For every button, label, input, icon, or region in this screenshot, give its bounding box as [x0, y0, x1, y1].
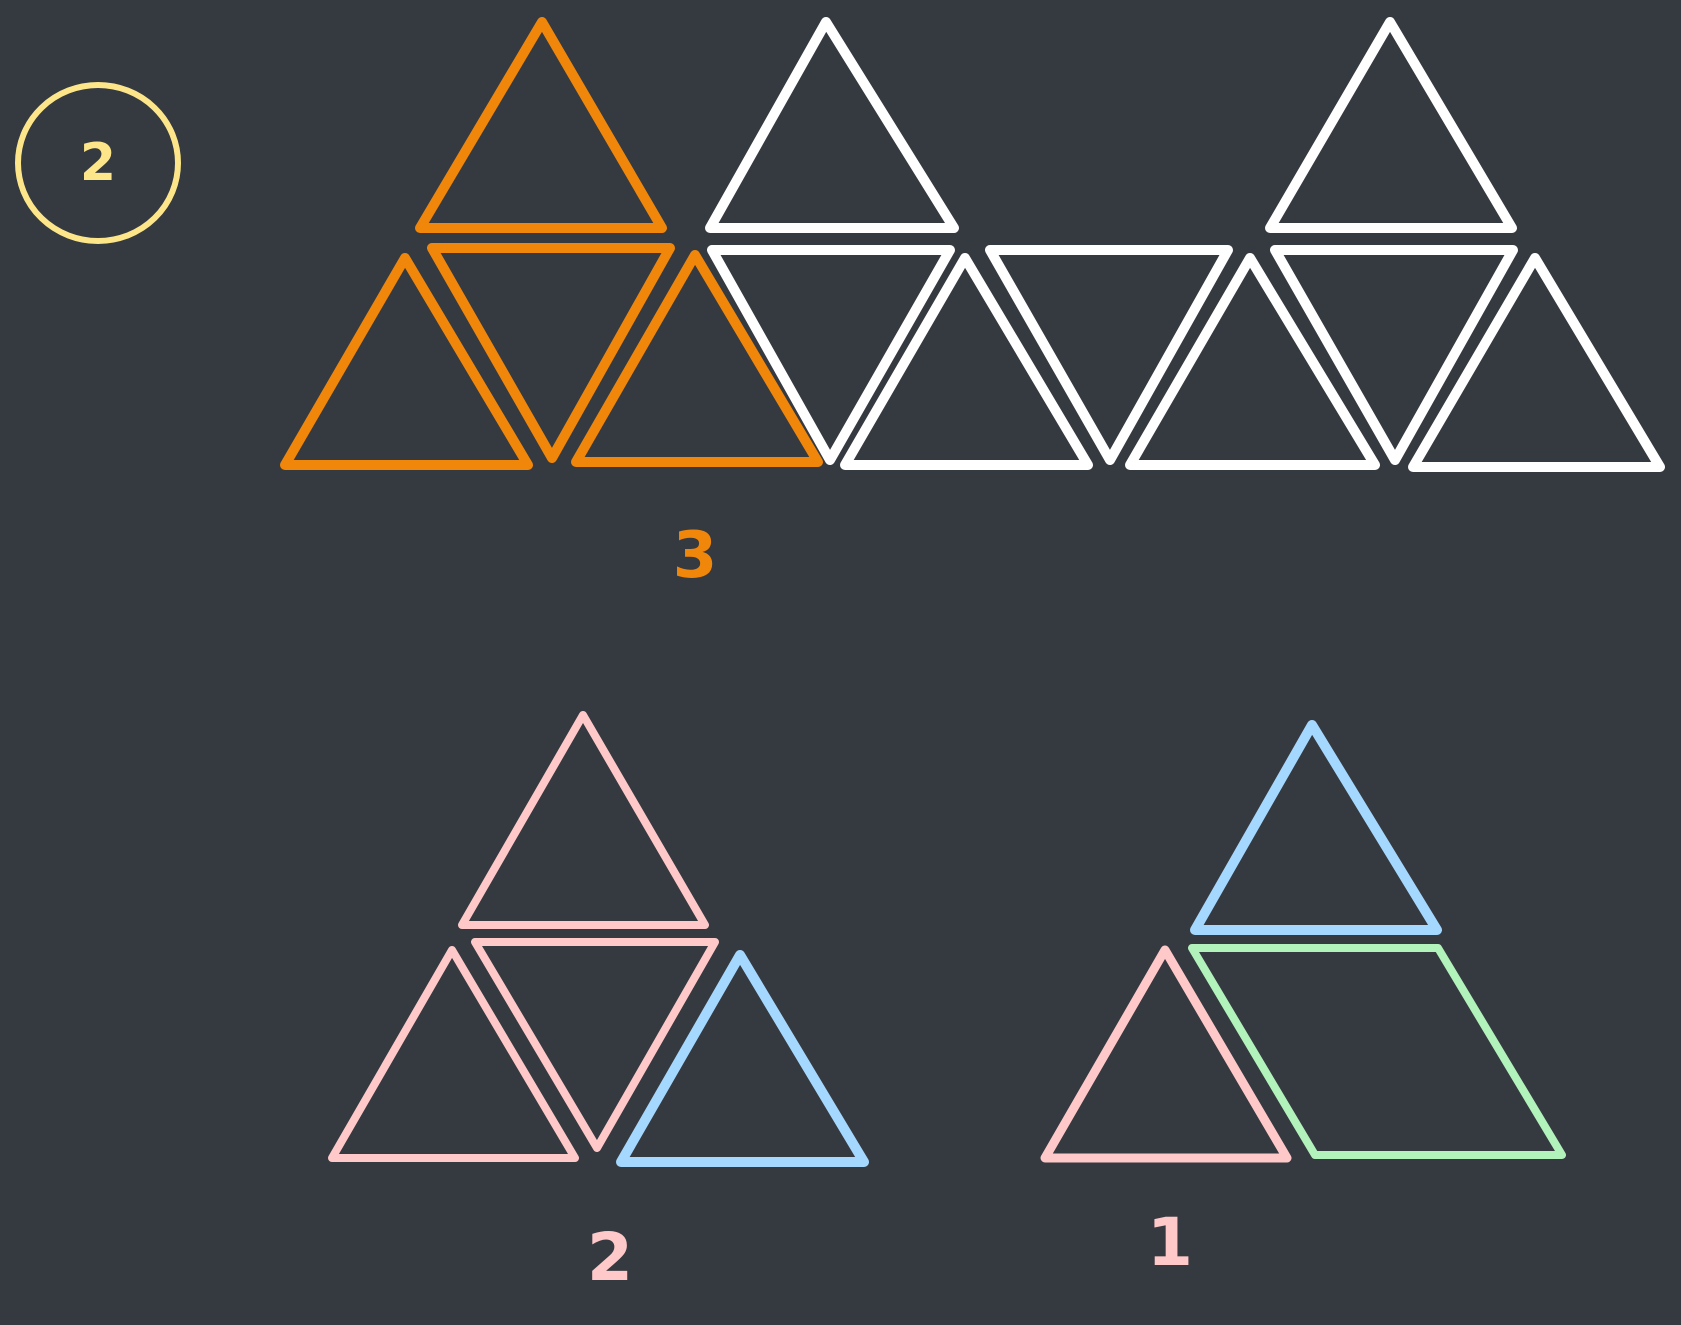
badge-number: 2	[80, 133, 116, 193]
triangle-down-center	[427, 243, 675, 463]
triangle-up-right	[840, 253, 1093, 470]
triangle-up-right	[1125, 253, 1380, 470]
triangle-up-top	[1265, 17, 1517, 233]
pyramid-group-white-3	[1265, 17, 1665, 472]
bottom-left-count-label: 2	[587, 1219, 633, 1296]
triangle-up-top	[415, 17, 667, 233]
blue-triangle-up-right	[616, 950, 869, 1167]
top-count-label: 3	[673, 519, 718, 593]
pyramid-group-white-2	[985, 245, 1380, 470]
triangle-down-center	[985, 245, 1233, 465]
pyramid-group-white-1	[705, 17, 1093, 470]
triangle-up-top	[705, 17, 959, 233]
badge-circle	[15, 82, 181, 244]
pink-triangle-up-top	[458, 711, 709, 929]
step-badge: 2	[15, 82, 181, 244]
bottom-right-pyramid	[1040, 720, 1566, 1163]
pink-triangle-up-left	[1040, 945, 1292, 1163]
pink-triangle-up-left	[328, 946, 579, 1162]
pink-triangle-down-center	[471, 938, 719, 1152]
triangle-up-left	[280, 253, 533, 470]
triangle-down-center	[1270, 245, 1518, 465]
blue-triangle-up-top	[1190, 720, 1442, 935]
top-pyramid-row	[280, 17, 1665, 472]
bottom-right-count-label: 1	[1147, 1204, 1193, 1281]
triangle-up-right	[571, 250, 823, 467]
pyramid-group-orange	[280, 17, 823, 470]
triangle-down-center	[707, 245, 955, 465]
bottom-left-pyramid	[328, 711, 869, 1167]
green-parallelogram	[1188, 944, 1566, 1159]
triangle-up-right	[1408, 253, 1665, 472]
